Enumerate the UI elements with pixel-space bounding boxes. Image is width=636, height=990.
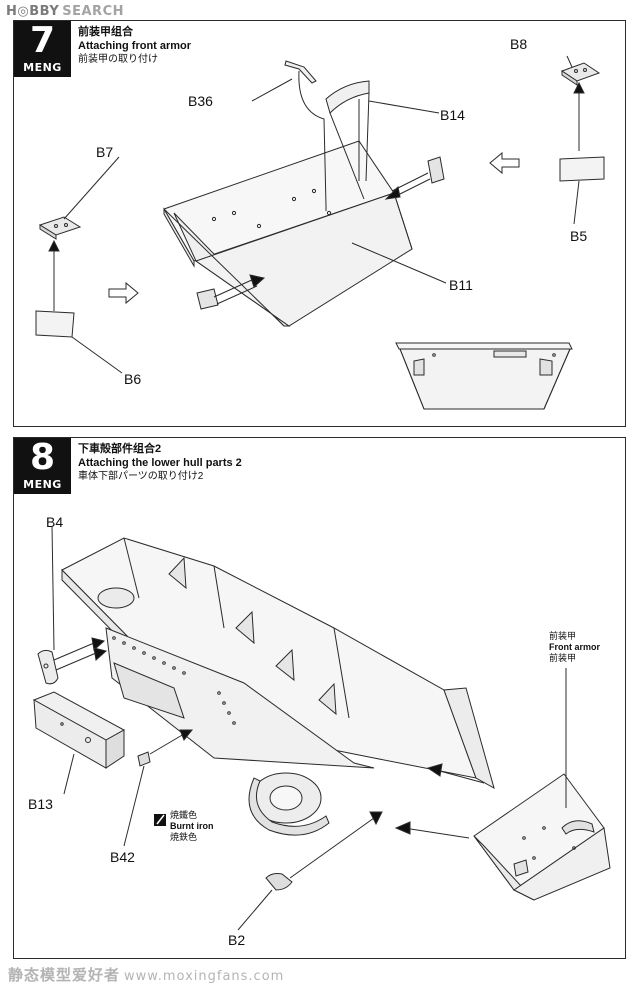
bracket-left (196, 274, 266, 310)
watermark-brand: H◎BBY (6, 4, 60, 19)
step-7-panel: 7 MENG 前装甲组合 Attaching front armor 前装甲の取… (13, 20, 626, 427)
step-title-jp: 車体下部パーツの取り付け2 (78, 471, 204, 482)
step-8-diagram (32, 525, 611, 931)
lower-hull-assembly (61, 537, 495, 836)
front-armor-reference (473, 773, 611, 901)
part-label-b36: B36 (188, 93, 213, 109)
part-b2-lever (265, 811, 383, 891)
front-armor-note-jp: 前装甲 (549, 653, 577, 663)
front-armor-note: 前装甲 Front armor 前装甲 (549, 631, 600, 664)
step-title-cn: 前装甲组合 (78, 26, 133, 38)
part-label-b42: B42 (110, 849, 135, 865)
front-armor-note-cn: 前装甲 (549, 631, 577, 641)
step-title-cn: 下車殻部件组合2 (78, 443, 162, 455)
leader-b14 (368, 100, 440, 114)
leader-b13 (63, 753, 75, 795)
paint-brush-icon (154, 814, 166, 826)
watermark-suffix: SEARCH (62, 4, 124, 19)
leader-b42 (123, 765, 145, 847)
paint-note-burnt-iron: 焼鐵色 Burnt iron 焼鉄色 (170, 810, 214, 843)
arrow-armor-to-hull (403, 827, 470, 839)
front-armor-assembly (163, 140, 413, 327)
leader-b11 (351, 242, 447, 284)
part-b8-fitting (560, 62, 601, 86)
leader-b6 (71, 336, 123, 374)
arrowhead-armor-2 (426, 763, 443, 777)
leader-b7 (63, 156, 120, 220)
part-b14-curved-plate (325, 80, 370, 200)
step-8-panel: 8 MENG 下車殻部件组合2 Attaching the lower hull… (13, 437, 626, 959)
part-label-b14: B14 (440, 107, 465, 123)
paint-note-jp: 焼鉄色 (170, 832, 198, 842)
step-7-diagram (35, 55, 605, 410)
part-b13-plate (32, 691, 126, 769)
leader-b36 (251, 78, 293, 102)
part-b7-fitting (38, 216, 82, 240)
arrow-armor-to-hull-2 (435, 769, 485, 784)
step-title-en: Attaching front armor (78, 40, 192, 52)
part-label-b13: B13 (28, 796, 53, 812)
step-number: 8 (29, 437, 56, 478)
step-title-en: Attaching the lower hull parts 2 (78, 457, 242, 469)
step-8-titles: 下車殻部件组合2 Attaching the lower hull parts … (78, 442, 242, 483)
part-label-b2: B2 (228, 932, 246, 948)
leader-b2 (237, 889, 273, 931)
leader-b4 (51, 525, 55, 651)
part-label-b8: B8 (510, 36, 528, 52)
watermark-url: www.moxingfans.com (124, 969, 285, 984)
part-b36-handle (284, 60, 327, 211)
part-b5-plate (559, 156, 605, 182)
paint-note-cn: 焼鐵色 (170, 810, 198, 820)
completed-front-armor-view (395, 342, 573, 410)
arrowhead-up-right (573, 81, 585, 94)
step-number: 7 (29, 20, 56, 61)
part-label-b4: B4 (46, 514, 64, 530)
direction-arrow-left (489, 151, 520, 175)
step-8-badge: 8 MENG (14, 438, 71, 494)
part-b6-plate (35, 310, 75, 338)
leader-b8 (566, 55, 573, 68)
paint-note-en: Burnt iron (170, 821, 214, 831)
step-title-jp: 前装甲の取り付け (78, 54, 158, 65)
part-b42-small-part (137, 729, 194, 767)
leader-b5 (573, 180, 580, 225)
watermark-cn: 静态模型爱好者 (8, 966, 121, 984)
direction-arrow-right (108, 281, 139, 305)
bracket-right (384, 156, 445, 200)
part-label-b7: B7 (96, 144, 114, 160)
part-b4-bracket (37, 637, 108, 685)
arrowhead-up-left (48, 239, 60, 252)
arrowhead-armor (394, 821, 411, 835)
part-label-b5: B5 (570, 228, 588, 244)
step-7-titles: 前装甲组合 Attaching front armor 前装甲の取り付け (78, 25, 191, 66)
front-armor-note-en: Front armor (549, 642, 601, 652)
part-label-b6: B6 (124, 371, 142, 387)
part-label-b11: B11 (449, 277, 473, 293)
step-7-badge: 7 MENG (14, 21, 71, 77)
brand-logo: MENG (17, 478, 68, 491)
brand-logo: MENG (17, 61, 68, 74)
